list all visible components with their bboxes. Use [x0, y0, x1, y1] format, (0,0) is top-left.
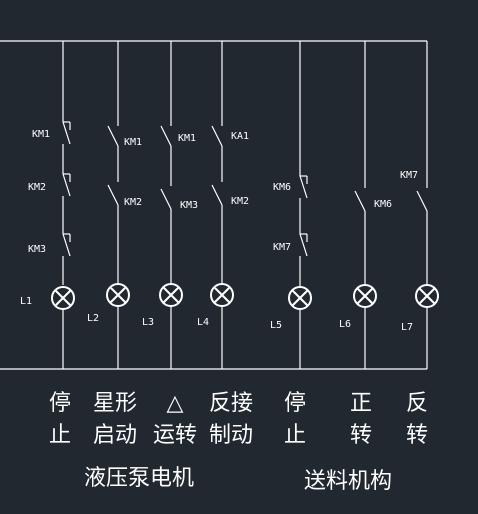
caption-line: 反接 — [209, 391, 253, 416]
branch-2: KM1 KM2 L2 — [87, 41, 142, 369]
lamp-label: L6 — [339, 319, 351, 330]
no-contact-km6 — [354, 190, 366, 212]
branch-captions: 停 止 星形 启动 △ 运转 反接 制动 停 止 正 转 反 转 — [49, 391, 428, 448]
contact-label: KM2 — [124, 197, 142, 208]
no-contact-km7 — [416, 190, 428, 212]
group-label-hydraulic-pump: 液压泵电机 — [84, 466, 194, 491]
caption-line: 运转 — [153, 423, 197, 448]
caption-line: 制动 — [209, 423, 253, 448]
contact-label: KM2 — [28, 182, 46, 193]
contact-label: KM1 — [178, 133, 196, 144]
lamp-label: L2 — [87, 313, 99, 324]
lamp-l2 — [106, 283, 130, 307]
branch-3: KM1 KM3 L3 — [142, 41, 198, 369]
no-contact-km2 — [107, 184, 119, 206]
caption-line: 转 — [406, 423, 428, 448]
caption-line: 转 — [350, 423, 372, 448]
no-contact-km2 — [211, 184, 223, 206]
lamp-l3 — [159, 283, 183, 307]
no-contact-km3 — [160, 188, 172, 210]
lamp-label: L3 — [142, 317, 154, 328]
lamp-label: L1 — [20, 296, 32, 307]
caption-line: 反 — [406, 391, 428, 416]
branch-5: KM6 KM7 L5 — [270, 41, 312, 369]
contact-label: KM3 — [28, 244, 46, 255]
branch-7: KM7 L7 — [400, 41, 439, 369]
contact-label: KM7 — [400, 170, 418, 181]
no-contact-km1 — [107, 125, 119, 147]
caption-line: 启动 — [93, 423, 137, 448]
branch-4: KA1 KM2 L4 — [197, 41, 249, 369]
lamp-l1 — [51, 286, 75, 310]
caption-line: 停 — [284, 391, 306, 416]
group-label-feeding-mechanism: 送料机构 — [304, 469, 392, 494]
branch-6: KM6 L6 — [339, 41, 392, 369]
caption-line: 星形 — [93, 391, 137, 416]
caption-line: 止 — [49, 423, 71, 448]
caption-line: 停 — [49, 391, 71, 416]
branch-1: KM1 KM2 KM3 L1 — [20, 41, 75, 369]
contact-label: KM7 — [273, 242, 291, 253]
lamp-label: L5 — [270, 320, 282, 331]
no-contact-ka1 — [211, 125, 223, 147]
lamp-l6 — [353, 284, 377, 308]
caption-line: △ — [167, 391, 184, 416]
contact-label: KM6 — [374, 199, 392, 210]
contact-label: KM2 — [231, 196, 249, 207]
nc-contact-km6 — [299, 175, 308, 199]
contact-label: KA1 — [231, 131, 249, 142]
nc-contact-km2 — [62, 173, 71, 197]
lamp-l4 — [210, 283, 234, 307]
lamp-l5 — [288, 286, 312, 310]
lamp-label: L4 — [197, 317, 209, 328]
contact-label: KM3 — [180, 200, 198, 211]
nc-contact-km7 — [299, 233, 308, 257]
contact-label: KM1 — [32, 129, 50, 140]
contact-label: KM1 — [124, 137, 142, 148]
lamp-l7 — [415, 284, 439, 308]
nc-contact-km1 — [62, 121, 71, 145]
caption-line: 止 — [284, 423, 306, 448]
caption-line: 正 — [350, 391, 372, 416]
nc-contact-km3 — [62, 233, 71, 257]
no-contact-km1 — [160, 125, 172, 147]
lamp-label: L7 — [401, 322, 413, 333]
contact-label: KM6 — [273, 182, 291, 193]
